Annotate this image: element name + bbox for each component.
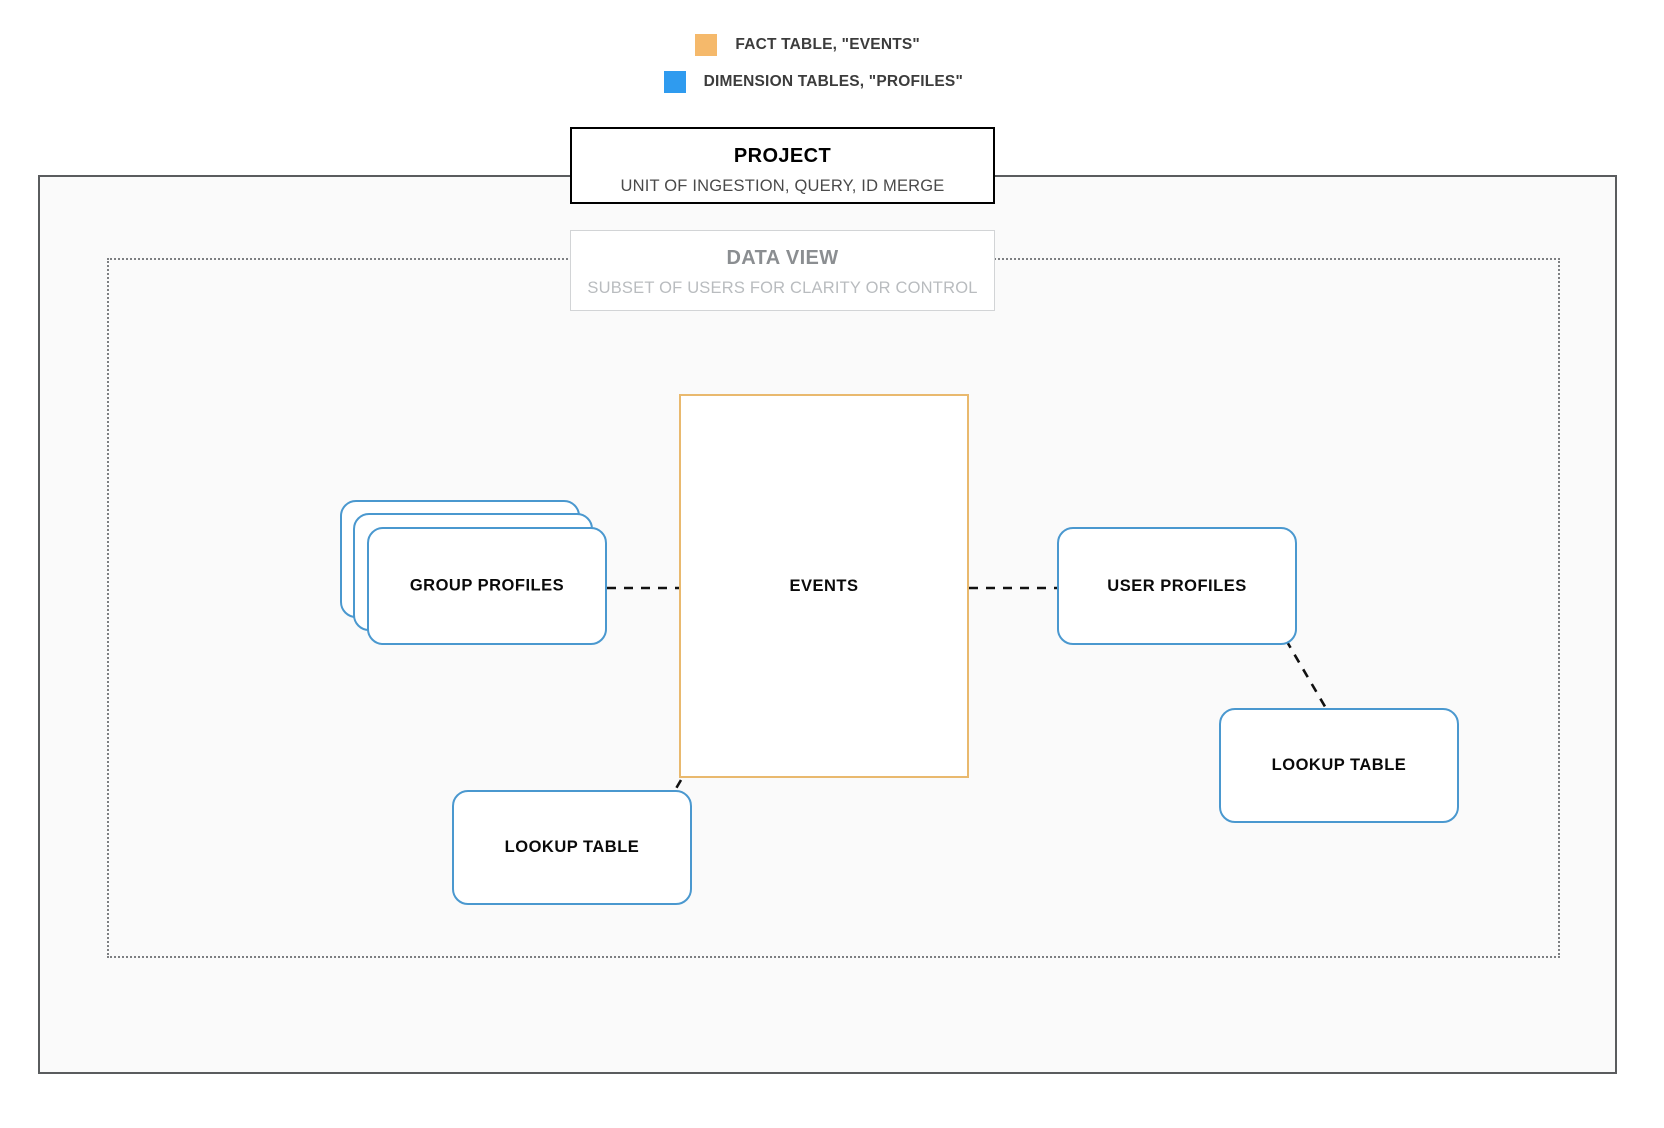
legend-item-fact-table: FACT TABLE, "EVENTS": [0, 34, 920, 56]
project-card: PROJECT UNIT OF INGESTION, QUERY, ID MER…: [570, 127, 995, 204]
entity-lookup-table-right-label: LOOKUP TABLE: [1271, 756, 1407, 774]
square-swatch-icon: [663, 71, 686, 93]
entity-group-profiles: GROUP PROFILES: [340, 500, 615, 655]
entity-events: EVENTS: [679, 394, 969, 778]
legend-item-dimension-tables: DIMENSION TABLES, "PROFILES": [0, 71, 963, 93]
entity-user-profiles-label: USER PROFILES: [1107, 576, 1247, 595]
data-view-subtitle: SUBSET OF USERS FOR CLARITY OR CONTROL: [587, 279, 978, 297]
entity-lookup-table-left-label: LOOKUP TABLE: [504, 838, 640, 856]
entity-user-profiles: USER PROFILES: [1057, 527, 1297, 645]
entity-lookup-table-right: LOOKUP TABLE: [1219, 708, 1459, 823]
project-subtitle: UNIT OF INGESTION, QUERY, ID MERGE: [620, 177, 945, 195]
legend-label-fact-table: FACT TABLE, "EVENTS": [735, 36, 920, 53]
project-title: PROJECT: [733, 145, 832, 167]
entity-lookup-table-left: LOOKUP TABLE: [452, 790, 692, 905]
square-swatch-icon: [695, 34, 718, 56]
entity-events-label: EVENTS: [789, 576, 859, 595]
group-profiles-stack-layer-front: GROUP PROFILES: [367, 527, 607, 645]
entity-group-profiles-label: GROUP PROFILES: [409, 576, 565, 595]
data-view-title: DATA VIEW: [726, 247, 839, 269]
data-view-card: DATA VIEW SUBSET OF USERS FOR CLARITY OR…: [570, 230, 995, 311]
legend-label-dimension-tables: DIMENSION TABLES, "PROFILES": [703, 73, 963, 90]
